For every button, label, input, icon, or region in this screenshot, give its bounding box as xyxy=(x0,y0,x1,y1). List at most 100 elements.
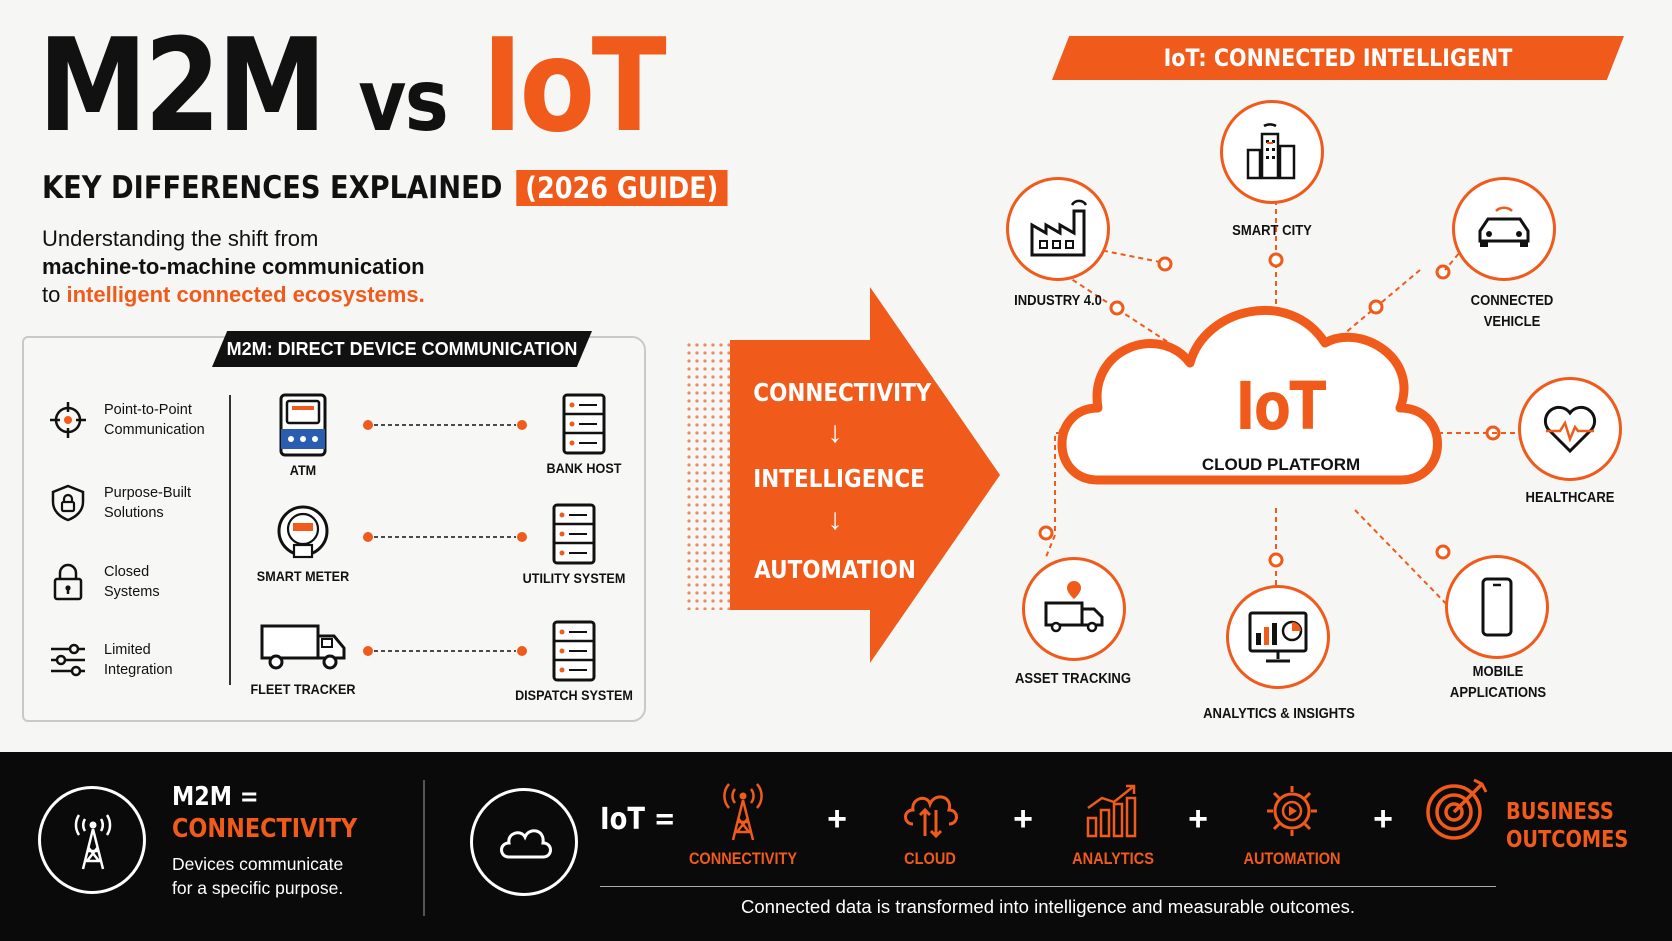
outcome-line: BUSINESS xyxy=(1506,799,1614,825)
link-connector xyxy=(363,532,527,542)
monitor-chart-icon xyxy=(1248,611,1308,663)
intro-line-3-highlight: intelligent connected ecosystems. xyxy=(66,282,425,307)
intro-line-2: machine-to-machine communication xyxy=(42,254,425,279)
node-smart-city xyxy=(1220,100,1324,204)
sliders-icon xyxy=(51,643,85,677)
crosshair-icon xyxy=(50,402,86,438)
device-label: ATM xyxy=(289,462,317,478)
node-label-analytics: ANALYTICS & INSIGHTS xyxy=(1203,706,1355,722)
truck-pin-icon xyxy=(1044,581,1104,633)
subtitle: KEY DIFFERENCES EXPLAINED (2026 GUIDE) xyxy=(42,170,728,206)
plus-sign: + xyxy=(827,800,847,838)
plus-sign: + xyxy=(1373,800,1393,838)
component-connectivity: CONNECTIVITY xyxy=(668,780,818,869)
host-dispatch: DISPATCH SYSTEM xyxy=(504,620,644,703)
node-label-line: VEHICLE xyxy=(1483,314,1541,330)
bar-trend-icon xyxy=(1086,784,1137,838)
padlock-icon xyxy=(53,563,83,601)
component-label: AUTOMATION xyxy=(1243,850,1341,868)
footer-divider xyxy=(423,780,425,916)
node-label-industry: INDUSTRY 4.0 xyxy=(1014,293,1102,309)
plus-sign: + xyxy=(1013,800,1033,838)
feature-label: Integration xyxy=(104,662,173,678)
flow-down-arrow: ↓ xyxy=(827,503,843,536)
cloud-icon xyxy=(500,829,552,859)
smart-meter-icon xyxy=(277,505,329,559)
component-automation: AUTOMATION xyxy=(1217,780,1367,869)
host-label: UTILITY SYSTEM xyxy=(522,570,626,586)
radio-tower-icon xyxy=(74,814,112,870)
shield-lock-icon xyxy=(51,484,85,522)
node-mobile xyxy=(1445,555,1549,659)
ecosystem-connectors xyxy=(1038,200,1530,616)
host-label: DISPATCH SYSTEM xyxy=(515,687,633,703)
device-fleet-tracker: FLEET TRACKER xyxy=(243,620,363,697)
cloud-transfer-icon xyxy=(904,795,958,839)
m2m-equation: M2M = xyxy=(172,782,259,812)
intro-text: Understanding the shift from machine-to-… xyxy=(42,225,602,309)
node-label-line: MOBILE xyxy=(1472,664,1524,680)
feature-label: Limited xyxy=(104,642,151,658)
iot-header-text: IoT: CONNECTED INTELLIGENT ECOSYSTEMS xyxy=(1163,44,1513,116)
feature-label: Communication xyxy=(104,422,205,438)
node-label-mobile: MOBILE APPLICATIONS xyxy=(1450,662,1546,704)
title-vs: vs xyxy=(358,51,449,151)
feature-label: Purpose-Built xyxy=(104,485,192,501)
target-icon xyxy=(1426,778,1488,840)
truck-icon xyxy=(260,624,346,670)
atm-icon xyxy=(279,393,327,457)
plus-sign: + xyxy=(1188,800,1208,838)
device-label: FLEET TRACKER xyxy=(250,681,356,697)
flow-step-intelligence: INTELLIGENCE xyxy=(753,464,925,493)
node-label-healthcare: HEALTHCARE xyxy=(1525,490,1615,506)
cloud-title: IoT xyxy=(1235,368,1326,445)
node-label-line: APPLICATIONS xyxy=(1449,685,1547,701)
component-label: CLOUD xyxy=(904,850,956,868)
node-label-smart-city: SMART CITY xyxy=(1232,223,1312,239)
server-icon xyxy=(552,620,596,682)
flow-step-connectivity: CONNECTIVITY xyxy=(753,378,932,407)
factory-icon xyxy=(1030,199,1088,257)
device-smart-meter: SMART METER xyxy=(243,505,363,584)
server-icon xyxy=(562,393,606,455)
flow-down-arrow: ↓ xyxy=(827,416,843,449)
link-connector xyxy=(363,646,527,656)
component-label: CONNECTIVITY xyxy=(688,850,798,868)
smartphone-icon xyxy=(1481,577,1513,637)
antenna-icon xyxy=(723,783,763,841)
m2m-header: M2M: DIRECT DEVICE COMMUNICATION xyxy=(212,331,592,367)
title-m2m: M2M xyxy=(38,12,327,161)
m2m-equation-value: CONNECTIVITY xyxy=(172,814,358,844)
node-healthcare xyxy=(1518,377,1622,481)
flow-step-automation: AUTOMATION xyxy=(754,555,916,584)
cloud-subtitle: CLOUD PLATFORM xyxy=(1201,455,1361,474)
page-title: M2M vs IoT xyxy=(38,22,667,166)
server-icon xyxy=(552,503,596,565)
node-analytics xyxy=(1226,585,1330,689)
m2m-desc-line: Devices communicate xyxy=(172,854,344,874)
node-asset-tracking xyxy=(1022,557,1126,661)
device-atm: ATM xyxy=(243,393,363,478)
guide-badge: (2026 GUIDE) xyxy=(516,170,728,206)
footer-note: Connected data is transformed into intel… xyxy=(741,896,1355,917)
iot-equation: IoT = xyxy=(600,802,676,837)
title-iot: IoT xyxy=(481,12,667,161)
node-label-asset: ASSET TRACKING xyxy=(1014,671,1132,687)
m2m-divider xyxy=(229,395,231,685)
host-utility: UTILITY SYSTEM xyxy=(504,503,644,586)
subtitle-text: KEY DIFFERENCES EXPLAINED xyxy=(42,170,503,206)
link-connector xyxy=(363,420,527,430)
city-icon xyxy=(1246,123,1296,180)
component-label: ANALYTICS xyxy=(1072,850,1154,868)
component-analytics: ANALYTICS xyxy=(1038,780,1188,869)
node-industry xyxy=(1006,177,1110,281)
outcome-line: OUTCOMES xyxy=(1506,827,1629,853)
feature-label: Systems xyxy=(104,584,160,600)
gear-play-icon xyxy=(1267,786,1317,836)
